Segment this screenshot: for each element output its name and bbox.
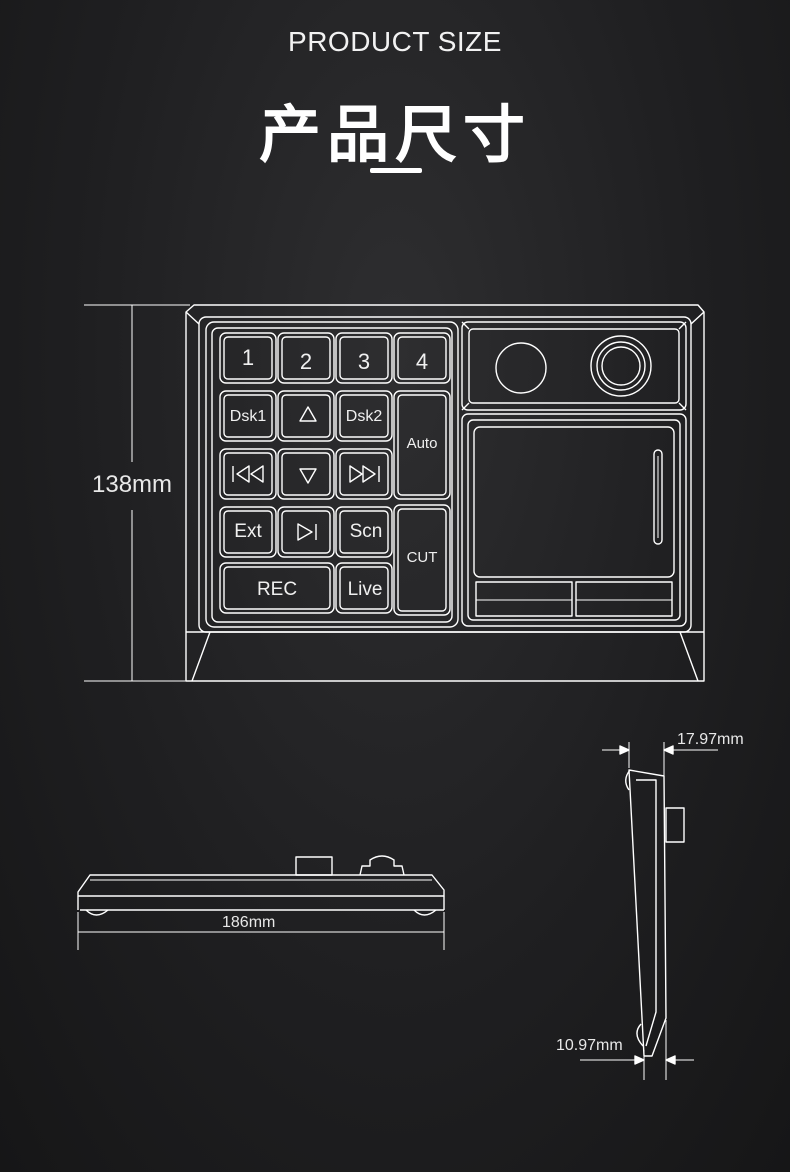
play-next-icon [297, 523, 317, 541]
heading-english: PRODUCT SIZE [288, 26, 502, 57]
key-dsk1-label: Dsk1 [229, 408, 267, 425]
key-scn-label: Scn [349, 521, 383, 542]
up-triangle-icon [299, 406, 317, 422]
key-dsk2-label: Dsk2 [345, 408, 383, 425]
key-live-label: Live [347, 579, 383, 600]
key-row-3 [219, 448, 393, 500]
key-cut-label: CUT [406, 549, 438, 566]
rotary-knob-left [495, 342, 547, 394]
key-auto-label: Auto [406, 435, 438, 452]
key-rec-label: REC [256, 579, 298, 600]
down-triangle-icon [299, 468, 317, 484]
touch-pad [473, 426, 675, 578]
rewind-icon [232, 465, 264, 483]
joystick-outer-ring [590, 335, 652, 397]
heading-chinese: 产品尺寸 [258, 98, 531, 171]
pad-button-left [475, 581, 573, 617]
heading-underline [370, 168, 422, 173]
profile-view [580, 742, 718, 1080]
key-ext-label: Ext [234, 521, 262, 542]
t-bar-slot [653, 449, 663, 545]
key-row-2 [219, 390, 393, 442]
front-view [84, 304, 705, 682]
key-1-label: 1 [241, 345, 255, 370]
side-view [77, 855, 445, 950]
height-dimension-label: 138mm [92, 471, 173, 498]
pad-button-right [575, 581, 673, 617]
key-3-label: 3 [357, 349, 371, 374]
depth-top-dimension-label: 17.97mm [677, 731, 744, 748]
key-4-label: 4 [415, 349, 429, 374]
key-2-label: 2 [299, 349, 313, 374]
depth-bottom-dimension-label: 10.97mm [556, 1037, 623, 1054]
key-row-1 [219, 332, 451, 384]
fast-forward-icon [349, 465, 380, 483]
key-row-4 [219, 506, 393, 558]
width-dimension-label: 186mm [222, 914, 276, 931]
